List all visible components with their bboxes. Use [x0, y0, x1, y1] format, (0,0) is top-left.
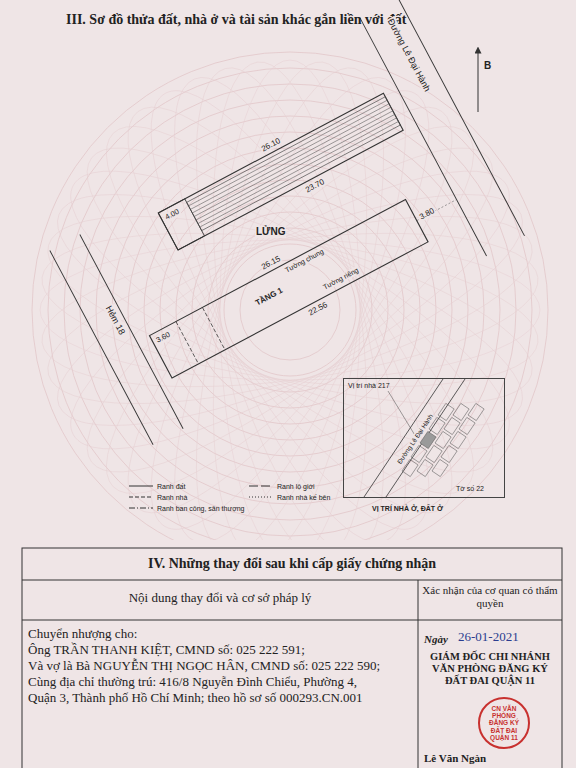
mezzanine-plan	[158, 93, 403, 250]
legend-entry: Ranh lộ giới	[248, 482, 315, 490]
table-header: Nội dung thay đổi và cơ sở pháp lý	[22, 591, 418, 606]
legend-text: Ranh nhà kế bên	[277, 494, 330, 501]
change-text: Quận 3, Thành phố Hồ Chí Minh; theo hồ s…	[28, 691, 363, 706]
change-text: Chuyển nhượng cho:	[28, 627, 137, 642]
dimension: 22.56	[306, 300, 330, 318]
signer-name: Lê Văn Ngàn	[424, 752, 486, 765]
inset-text: Tờ số 22	[456, 485, 484, 493]
change-text: Cùng địa chỉ thường trú: 416/8 Nguyễn Đì…	[28, 675, 357, 690]
section-title: IV. Những thay đổi sau khi cấp giấy chứn…	[22, 556, 562, 572]
legend-text: Ranh ban công, sân thượng	[157, 505, 245, 512]
legend-sample	[248, 493, 274, 501]
floor-name: LỬNG	[255, 226, 286, 238]
legend-entry: Ranh nhà kế bên	[248, 493, 330, 501]
stamp-text: CN VĂN PHÒNG ĐĂNG KÝ ĐẤT ĐAI QUẬN 11	[485, 705, 523, 741]
dimension: 26.10	[259, 136, 283, 154]
inset-map	[344, 379, 504, 497]
change-text: Và vợ là Bà NGUYỄN THỊ NGỌC HÂN, CMND số…	[28, 659, 380, 674]
section-title: III. Sơ đồ thửa đất, nhà ở và tài sản kh…	[66, 12, 407, 28]
legend-entry: Ranh đất	[128, 482, 185, 490]
dimension: 3.80	[417, 206, 437, 222]
location-inset: Vị trí nhà 217Đường Lê Đại HànhTờ số 22V…	[343, 378, 505, 498]
date-word: Ngày	[424, 633, 448, 646]
legend-sample	[248, 482, 274, 490]
signer-title: GIÁM ĐỐC CHI NHÁNH VĂN PHÒNG ĐĂNG KÝ ĐẤT…	[420, 651, 560, 687]
north-arrow	[478, 50, 479, 112]
legend-sample	[128, 504, 154, 512]
legend-sample	[128, 482, 154, 490]
changes-table	[22, 548, 562, 768]
legend-entry: Ranh ban công, sân thượng	[128, 504, 245, 512]
legend-text: Ranh lộ giới	[277, 483, 315, 490]
floor-name: TẦNG 1	[253, 285, 285, 308]
dimension: 26.15	[259, 254, 283, 272]
dimension: 23.70	[303, 177, 327, 195]
date-value: 26-01-2021	[458, 630, 519, 645]
legend-sample	[128, 493, 154, 501]
table-header: Xác nhận của cơ quan có thẩm quyền	[420, 584, 560, 609]
legend-entry: Ranh nhà	[128, 493, 187, 501]
guilloche-rosette	[30, 50, 549, 540]
change-text: Ông TRẦN THANH KIỆT, CMND số: 025 222 59…	[28, 643, 305, 658]
inset-text: VỊ TRÍ NHÀ Ở, ĐẤT Ở	[372, 505, 443, 513]
alley-name: Hẻm 18	[102, 303, 127, 337]
north-letter: B	[484, 60, 491, 72]
legend-text: Ranh đất	[157, 483, 185, 490]
seal-stamp: CN VĂN PHÒNG ĐĂNG KÝ ĐẤT ĐAI QUẬN 11	[478, 697, 530, 749]
inset-text: Vị trí nhà 217	[348, 382, 390, 390]
legend-text: Ranh nhà	[157, 494, 187, 501]
street-name: Đường Lê Đại Hành	[385, 16, 433, 94]
